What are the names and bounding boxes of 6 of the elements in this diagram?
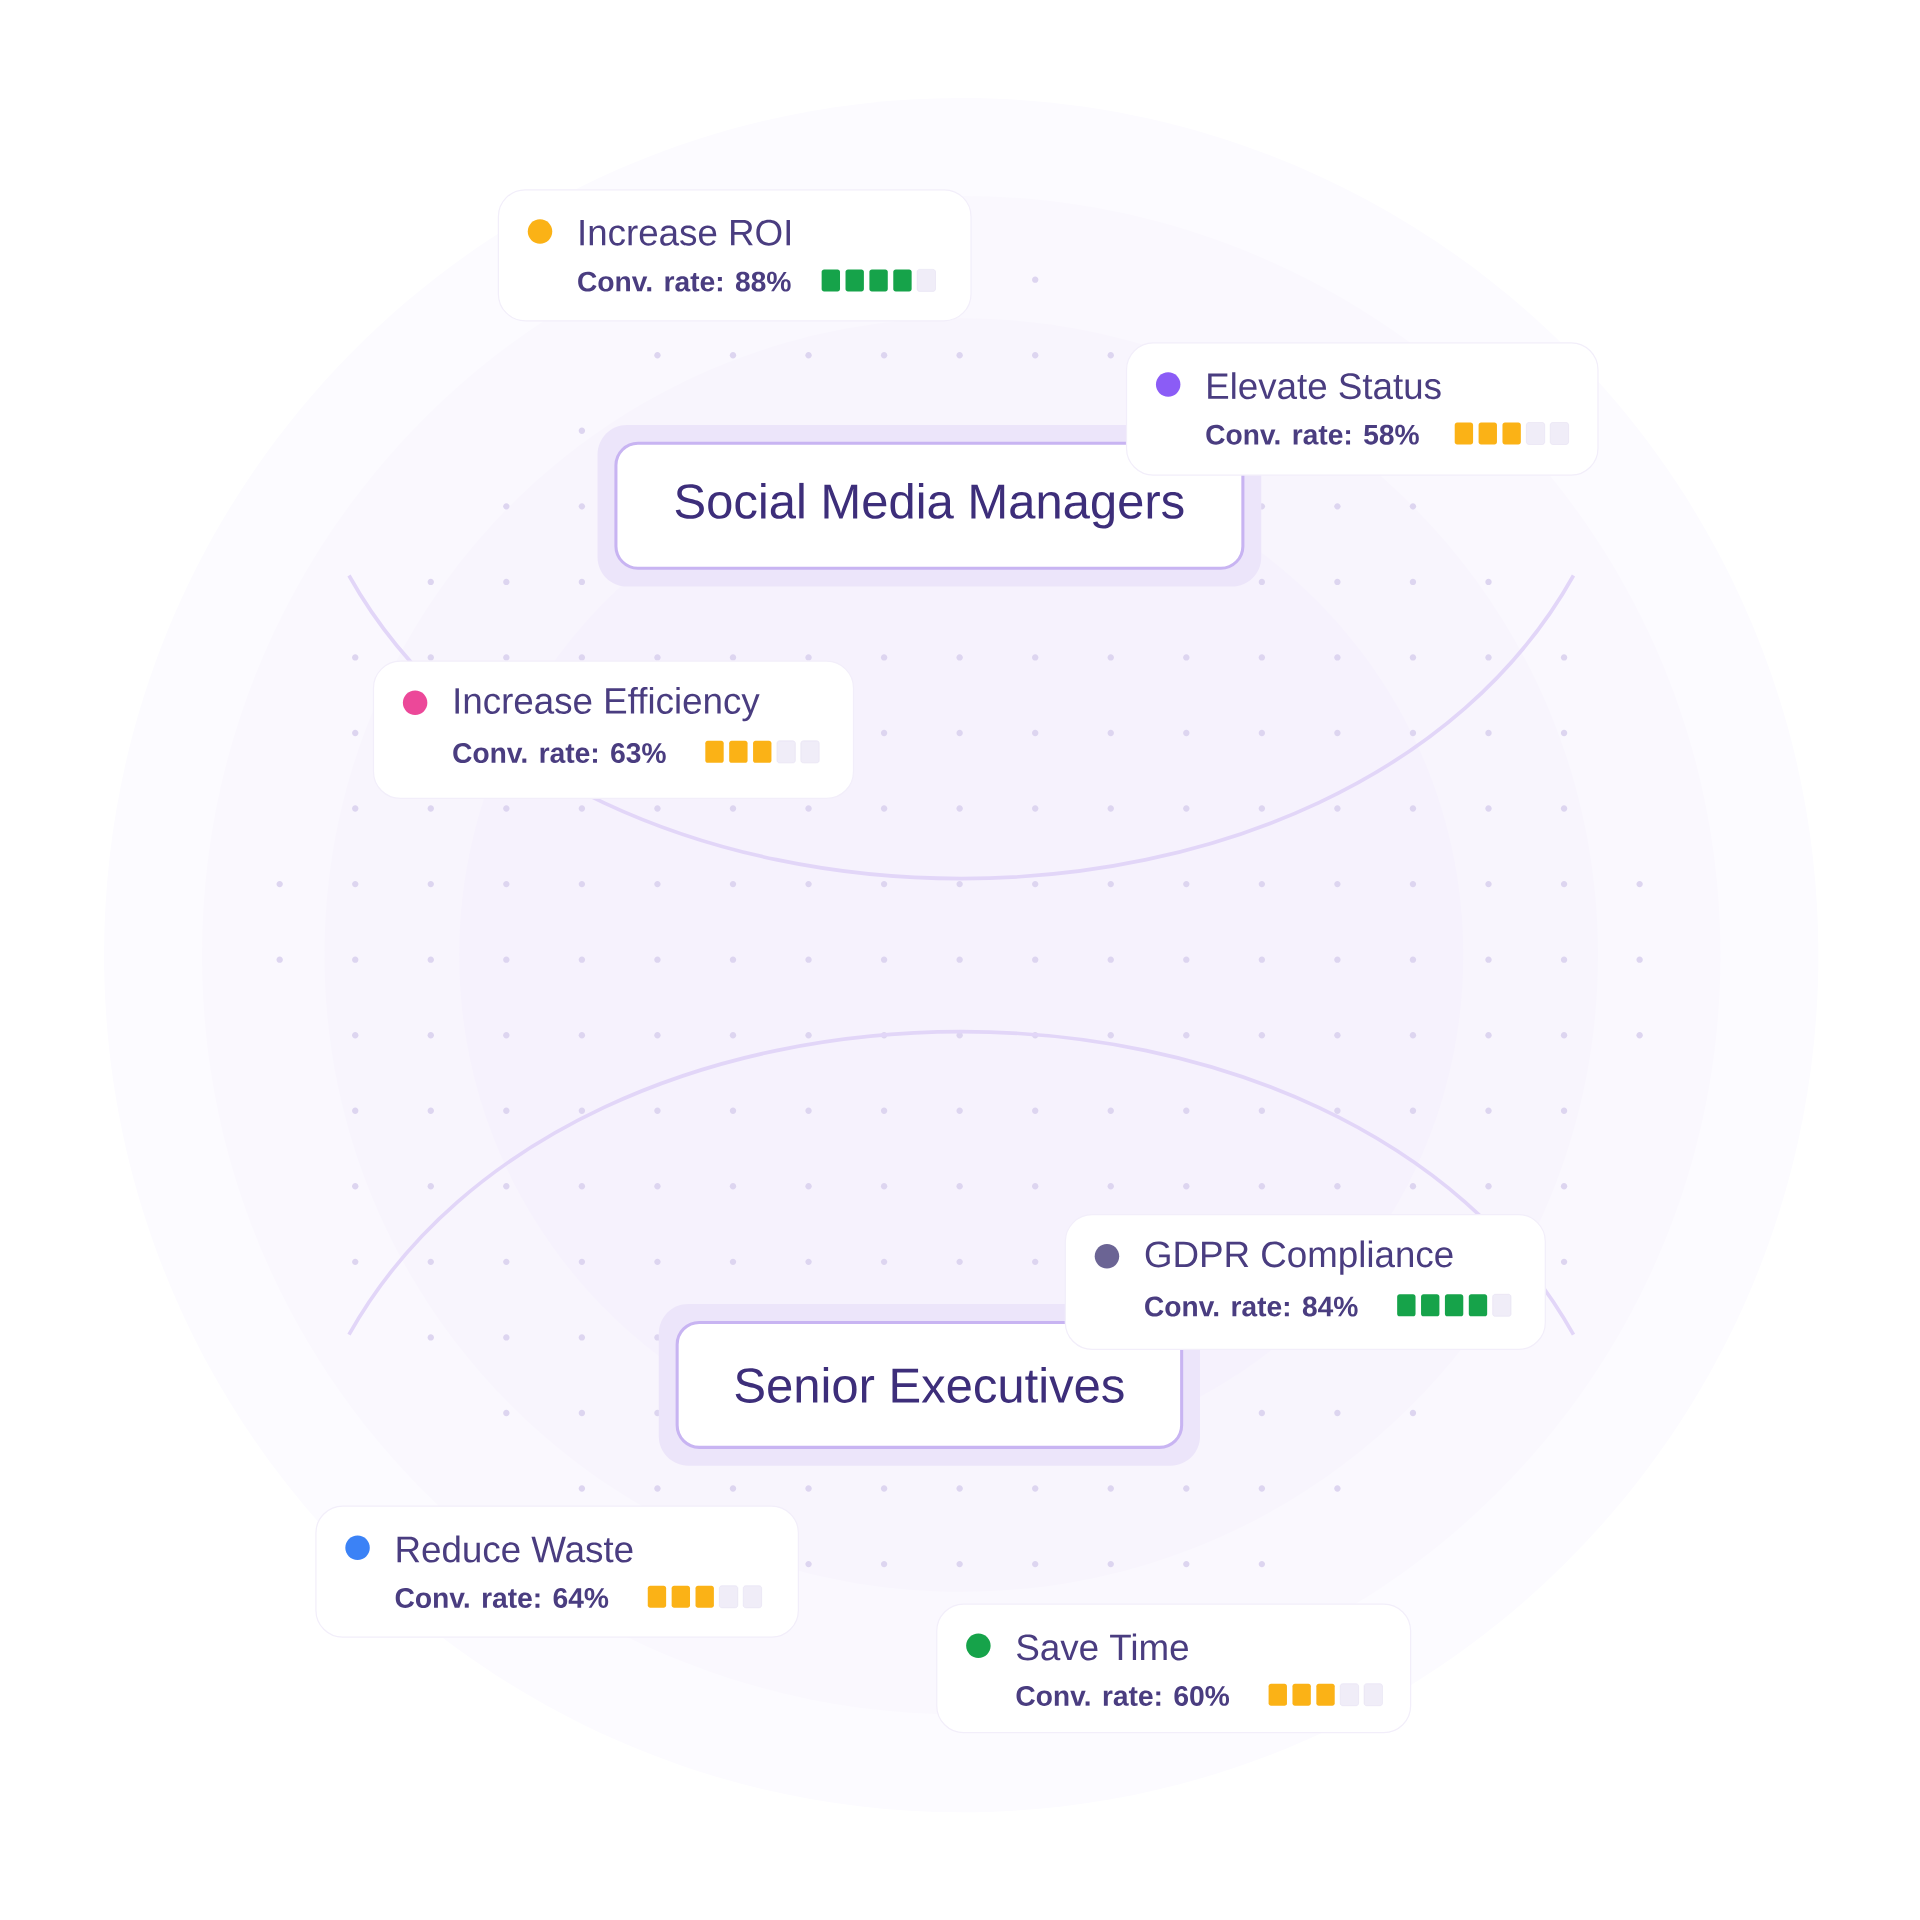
goal-card: Increase Efficiency Conv. rate: 63% bbox=[372, 660, 855, 799]
goal-card: GDPR Compliance Conv. rate: 84% bbox=[1064, 1214, 1546, 1350]
goal-card: Elevate Status Conv. rate: 58% bbox=[1125, 342, 1599, 476]
goal-card: Increase ROI Conv. rate: 88% bbox=[497, 189, 972, 322]
goal-card: Reduce Waste Conv. rate: 64% bbox=[315, 1505, 799, 1638]
goal-card: Save Time Conv. rate: 60% bbox=[936, 1603, 1412, 1734]
